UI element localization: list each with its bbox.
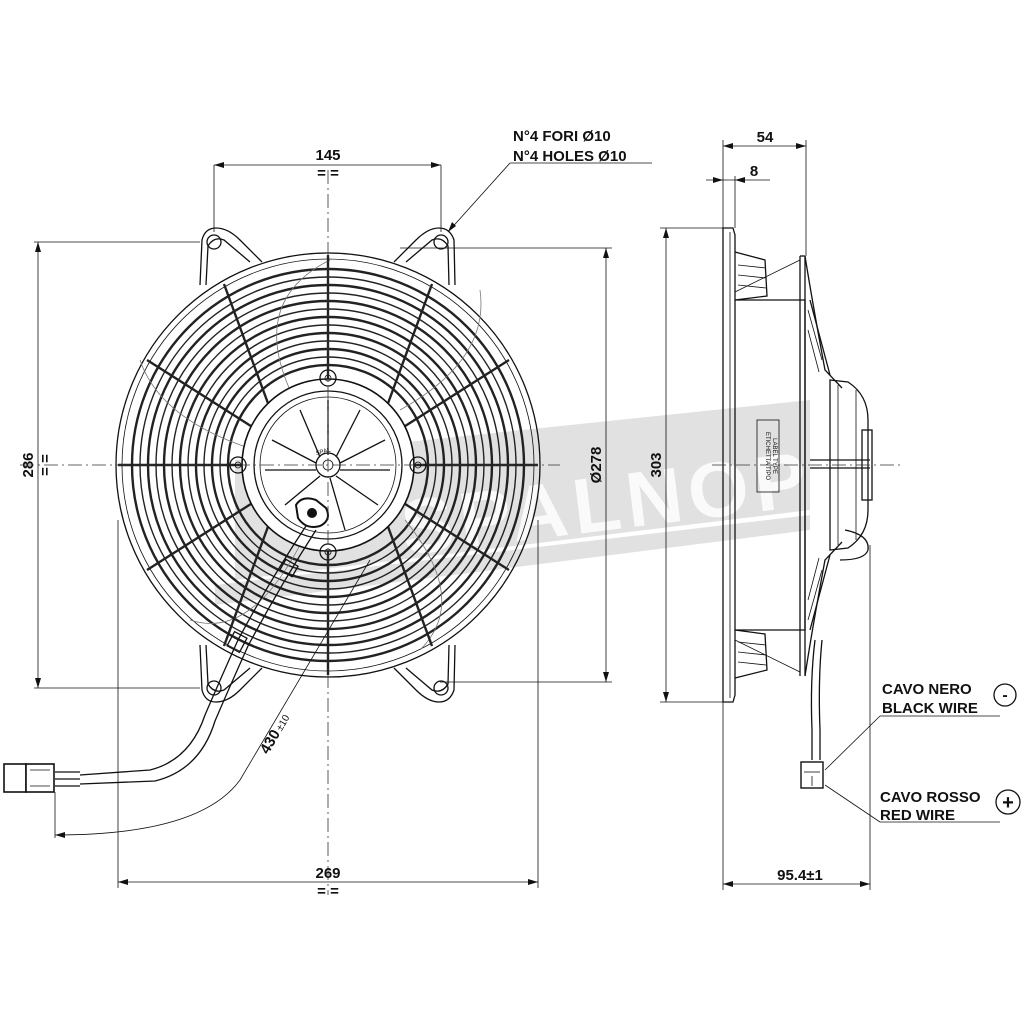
- front-view: SPAL: [3, 170, 560, 895]
- dim-286-marks: = =: [37, 454, 54, 476]
- dim-cable-length: 430±10: [257, 710, 294, 757]
- holes-note-line1: N°4 FORI Ø10: [513, 128, 611, 145]
- red-wire-label-en: RED WIRE: [880, 807, 955, 824]
- holes-note-line2: N°4 HOLES Ø10: [513, 148, 627, 165]
- black-wire-label-en: BLACK WIRE: [882, 700, 978, 717]
- dim-269-marks: = =: [317, 883, 339, 900]
- minus-symbol-icon: [993, 683, 1017, 707]
- power-cable: [55, 525, 317, 787]
- label-type-line2: LABEL TYPE: [771, 438, 777, 474]
- side-view: ETICHETTA TIPO LABEL TYPE: [712, 227, 900, 789]
- dim-269: 269: [315, 865, 340, 882]
- dim-54: 54: [757, 129, 774, 146]
- fan-blades: [139, 259, 482, 651]
- minus-symbol: -: [1002, 687, 1007, 704]
- dim-145-marks: = =: [317, 165, 339, 182]
- wire-callouts: CAVO NERO BLACK WIRE - CAVO ROSSO RED WI…: [824, 681, 1021, 824]
- label-type-line1: ETICHETTA TIPO: [764, 432, 770, 480]
- side-dimensions: 54 8 303 95.4±1: [648, 129, 871, 890]
- dim-145: 145: [315, 147, 340, 164]
- plus-symbol-icon: [995, 789, 1021, 815]
- dim-8: 8: [750, 163, 758, 180]
- svg-text:SPAL: SPAL: [315, 447, 332, 457]
- dim-286: 286: [20, 452, 37, 477]
- dim-95-4: 95.4±1: [777, 867, 823, 884]
- connector: [3, 763, 55, 793]
- black-wire-label-it: CAVO NERO: [882, 681, 972, 698]
- dim-diameter: Ø278: [588, 447, 605, 484]
- red-wire-label-it: CAVO ROSSO: [880, 789, 981, 806]
- dim-303: 303: [648, 452, 665, 477]
- plus-symbol: +: [1002, 792, 1014, 814]
